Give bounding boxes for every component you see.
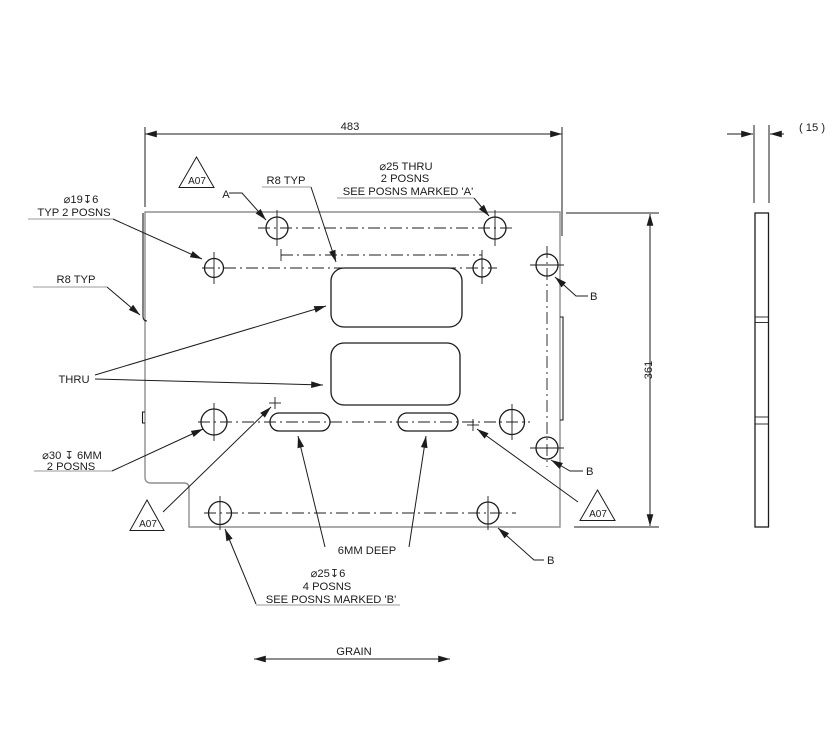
leaders — [28, 186, 588, 606]
centerlines — [198, 210, 564, 530]
flag-bottom-right: A07 — [589, 509, 607, 520]
note-thru: THRU — [58, 374, 89, 386]
dimension-height: 361 — [566, 212, 659, 528]
flag-leader-right — [476, 428, 579, 503]
pocket-upper — [330, 267, 463, 328]
note-holes-19-line1: ⌀19↧6 — [64, 194, 99, 206]
grain-indicator: GRAIN — [253, 646, 450, 663]
note-holes-19-line2: TYP 2 POSNS — [37, 207, 110, 219]
left-edge-step — [142, 213, 148, 322]
leader-slot-left — [297, 435, 326, 548]
leader-holes-30 — [111, 428, 204, 472]
dimension-width: 483 — [144, 121, 563, 236]
side-view: ( 15 ) — [727, 122, 825, 528]
dim-thickness-value: ( 15 ) — [799, 122, 825, 134]
note-holes-a-line1: ⌀25 THRU — [379, 161, 432, 173]
leader-b3 — [497, 527, 544, 561]
leader-holes-a — [473, 197, 490, 217]
leader-b2 — [550, 459, 583, 472]
leader-datum-a — [229, 192, 267, 221]
leader-thru-lower — [94, 378, 324, 389]
grain-label: GRAIN — [336, 646, 371, 658]
leader-thru-upper — [94, 305, 327, 376]
leader-slot-right — [408, 435, 428, 548]
dim-width-value: 483 — [341, 121, 360, 133]
leader-r8-top — [310, 186, 337, 263]
note-holes-30-line1: ⌀30 ↧ 6MM — [42, 450, 102, 462]
right-edge-step — [560, 316, 564, 421]
dim-height-value: 361 — [643, 361, 655, 380]
flag-bottom-left: A07 — [139, 519, 157, 530]
pocket-lower — [330, 342, 461, 406]
note-holes-30-line2: 2 POSNS — [47, 461, 96, 473]
leader-holes-b — [224, 528, 257, 605]
flag-notes: A07 A07 A07 — [129, 155, 616, 531]
dimension-thickness: ( 15 ) — [727, 122, 825, 203]
b-label-3: B — [547, 555, 554, 567]
b-label-1: B — [590, 291, 597, 303]
note-holes-b-line2: 4 POSNS — [303, 581, 352, 593]
note-holes-b-line3: SEE POSNS MARKED 'B' — [266, 594, 396, 606]
note-holes-a-line3: SEE POSNS MARKED 'A' — [343, 186, 473, 198]
flag-leader-left — [162, 406, 272, 513]
note-holes-a-line2: 2 POSNS — [381, 173, 430, 185]
b-label-2: B — [586, 466, 593, 478]
note-r8-top: R8 TYP — [267, 175, 306, 187]
note-r8-left: R8 TYP — [57, 274, 96, 286]
holes — [200, 216, 559, 526]
leader-b1 — [554, 276, 588, 297]
flag-top: A07 — [188, 176, 206, 187]
slot-left — [269, 412, 331, 432]
note-texts: ⌀19↧6 TYP 2 POSNS R8 TYP THRU ⌀30 ↧ 6MM … — [37, 161, 597, 606]
front-view: 483 361 GRAIN A07 A07 A07 — [28, 121, 659, 663]
leader-r8-left — [106, 286, 141, 316]
datum-label-a: A — [222, 189, 230, 201]
plate-outline — [144, 211, 561, 528]
side-view-outline — [754, 212, 770, 528]
left-edge-jog — [141, 411, 145, 424]
leader-holes-19 — [112, 218, 203, 260]
note-holes-b-line1: ⌀25↧6 — [311, 568, 346, 580]
note-slots-depth: 6MM DEEP — [338, 545, 396, 557]
